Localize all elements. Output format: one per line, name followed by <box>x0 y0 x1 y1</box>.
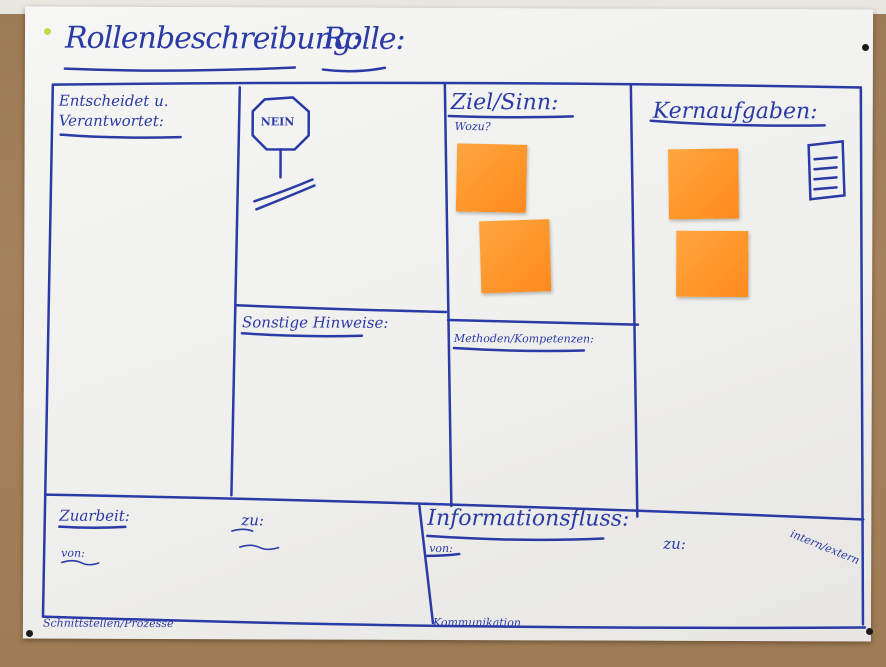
cell-communication: Kommunikation <box>432 615 521 630</box>
cell-methods-heading: Methoden/Kompetenzen: <box>453 332 594 346</box>
cell-purpose-why: Wozu? <box>454 120 491 134</box>
cell-core-tasks-heading: Kernaufgaben: <box>652 98 818 125</box>
sticky-note[interactable] <box>479 219 552 294</box>
cell-von-left: von: <box>61 546 85 560</box>
page-title: Rollenbeschreibung: <box>64 20 361 57</box>
sticky-note[interactable] <box>668 148 739 220</box>
cell-info-flow-heading: Informationsfluss: <box>427 505 630 532</box>
pin-icon <box>862 44 869 51</box>
pin-icon <box>26 630 33 637</box>
cell-von-right: von: <box>429 541 453 556</box>
no-sign-label: NEIN <box>260 115 295 129</box>
pin-icon <box>44 28 51 35</box>
cell-zuarbeit-heading: Zuarbeit: <box>59 506 130 525</box>
role-title: Rolle: <box>322 21 405 57</box>
cell-other-notes-heading: Sonstige Hinweise: <box>241 313 389 332</box>
flipchart-paper: Rollenbeschreibung: Rolle: Entscheidet u… <box>22 6 874 642</box>
pin-icon <box>866 628 873 635</box>
cell-decides-heading: Entscheidet u. Verantwortet: <box>58 91 169 131</box>
grid-lines <box>41 66 867 630</box>
cell-interfaces: Schnittstellen/Prozesse <box>42 616 174 631</box>
cell-zu-left: zu: <box>241 511 264 530</box>
sticky-note[interactable] <box>455 143 528 213</box>
sticky-note[interactable] <box>676 230 749 298</box>
cell-zu-right: zu: <box>663 534 686 553</box>
cell-purpose-heading: Ziel/Sinn: <box>450 90 559 116</box>
